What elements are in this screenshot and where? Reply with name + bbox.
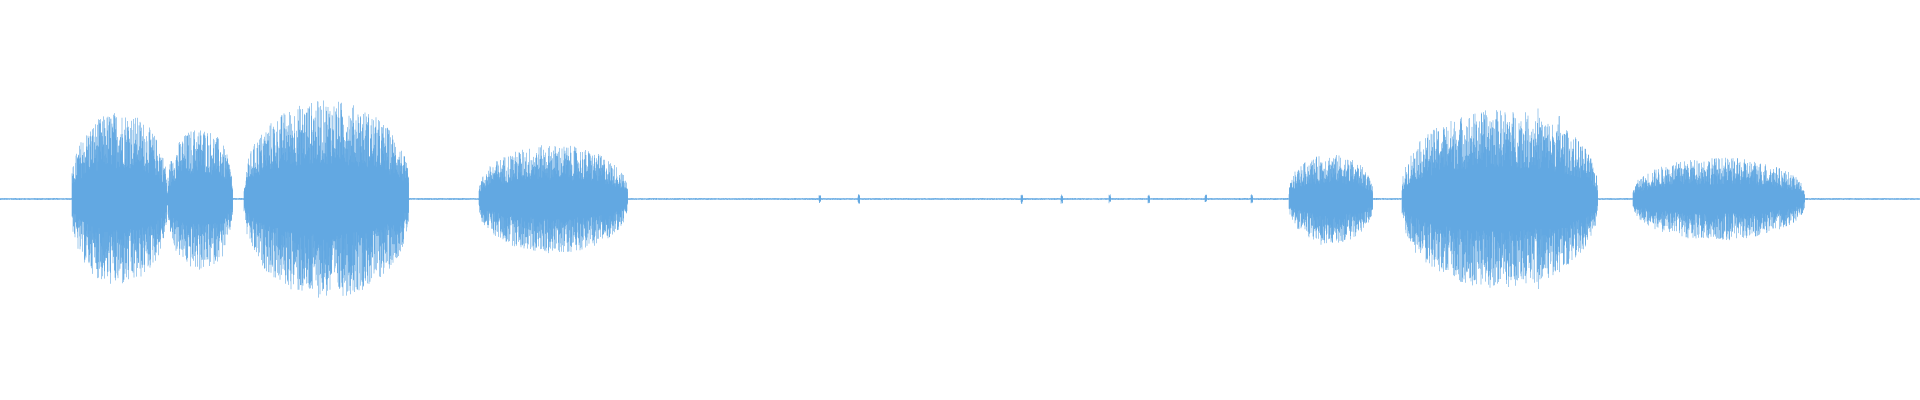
waveform-signal	[0, 100, 1920, 298]
